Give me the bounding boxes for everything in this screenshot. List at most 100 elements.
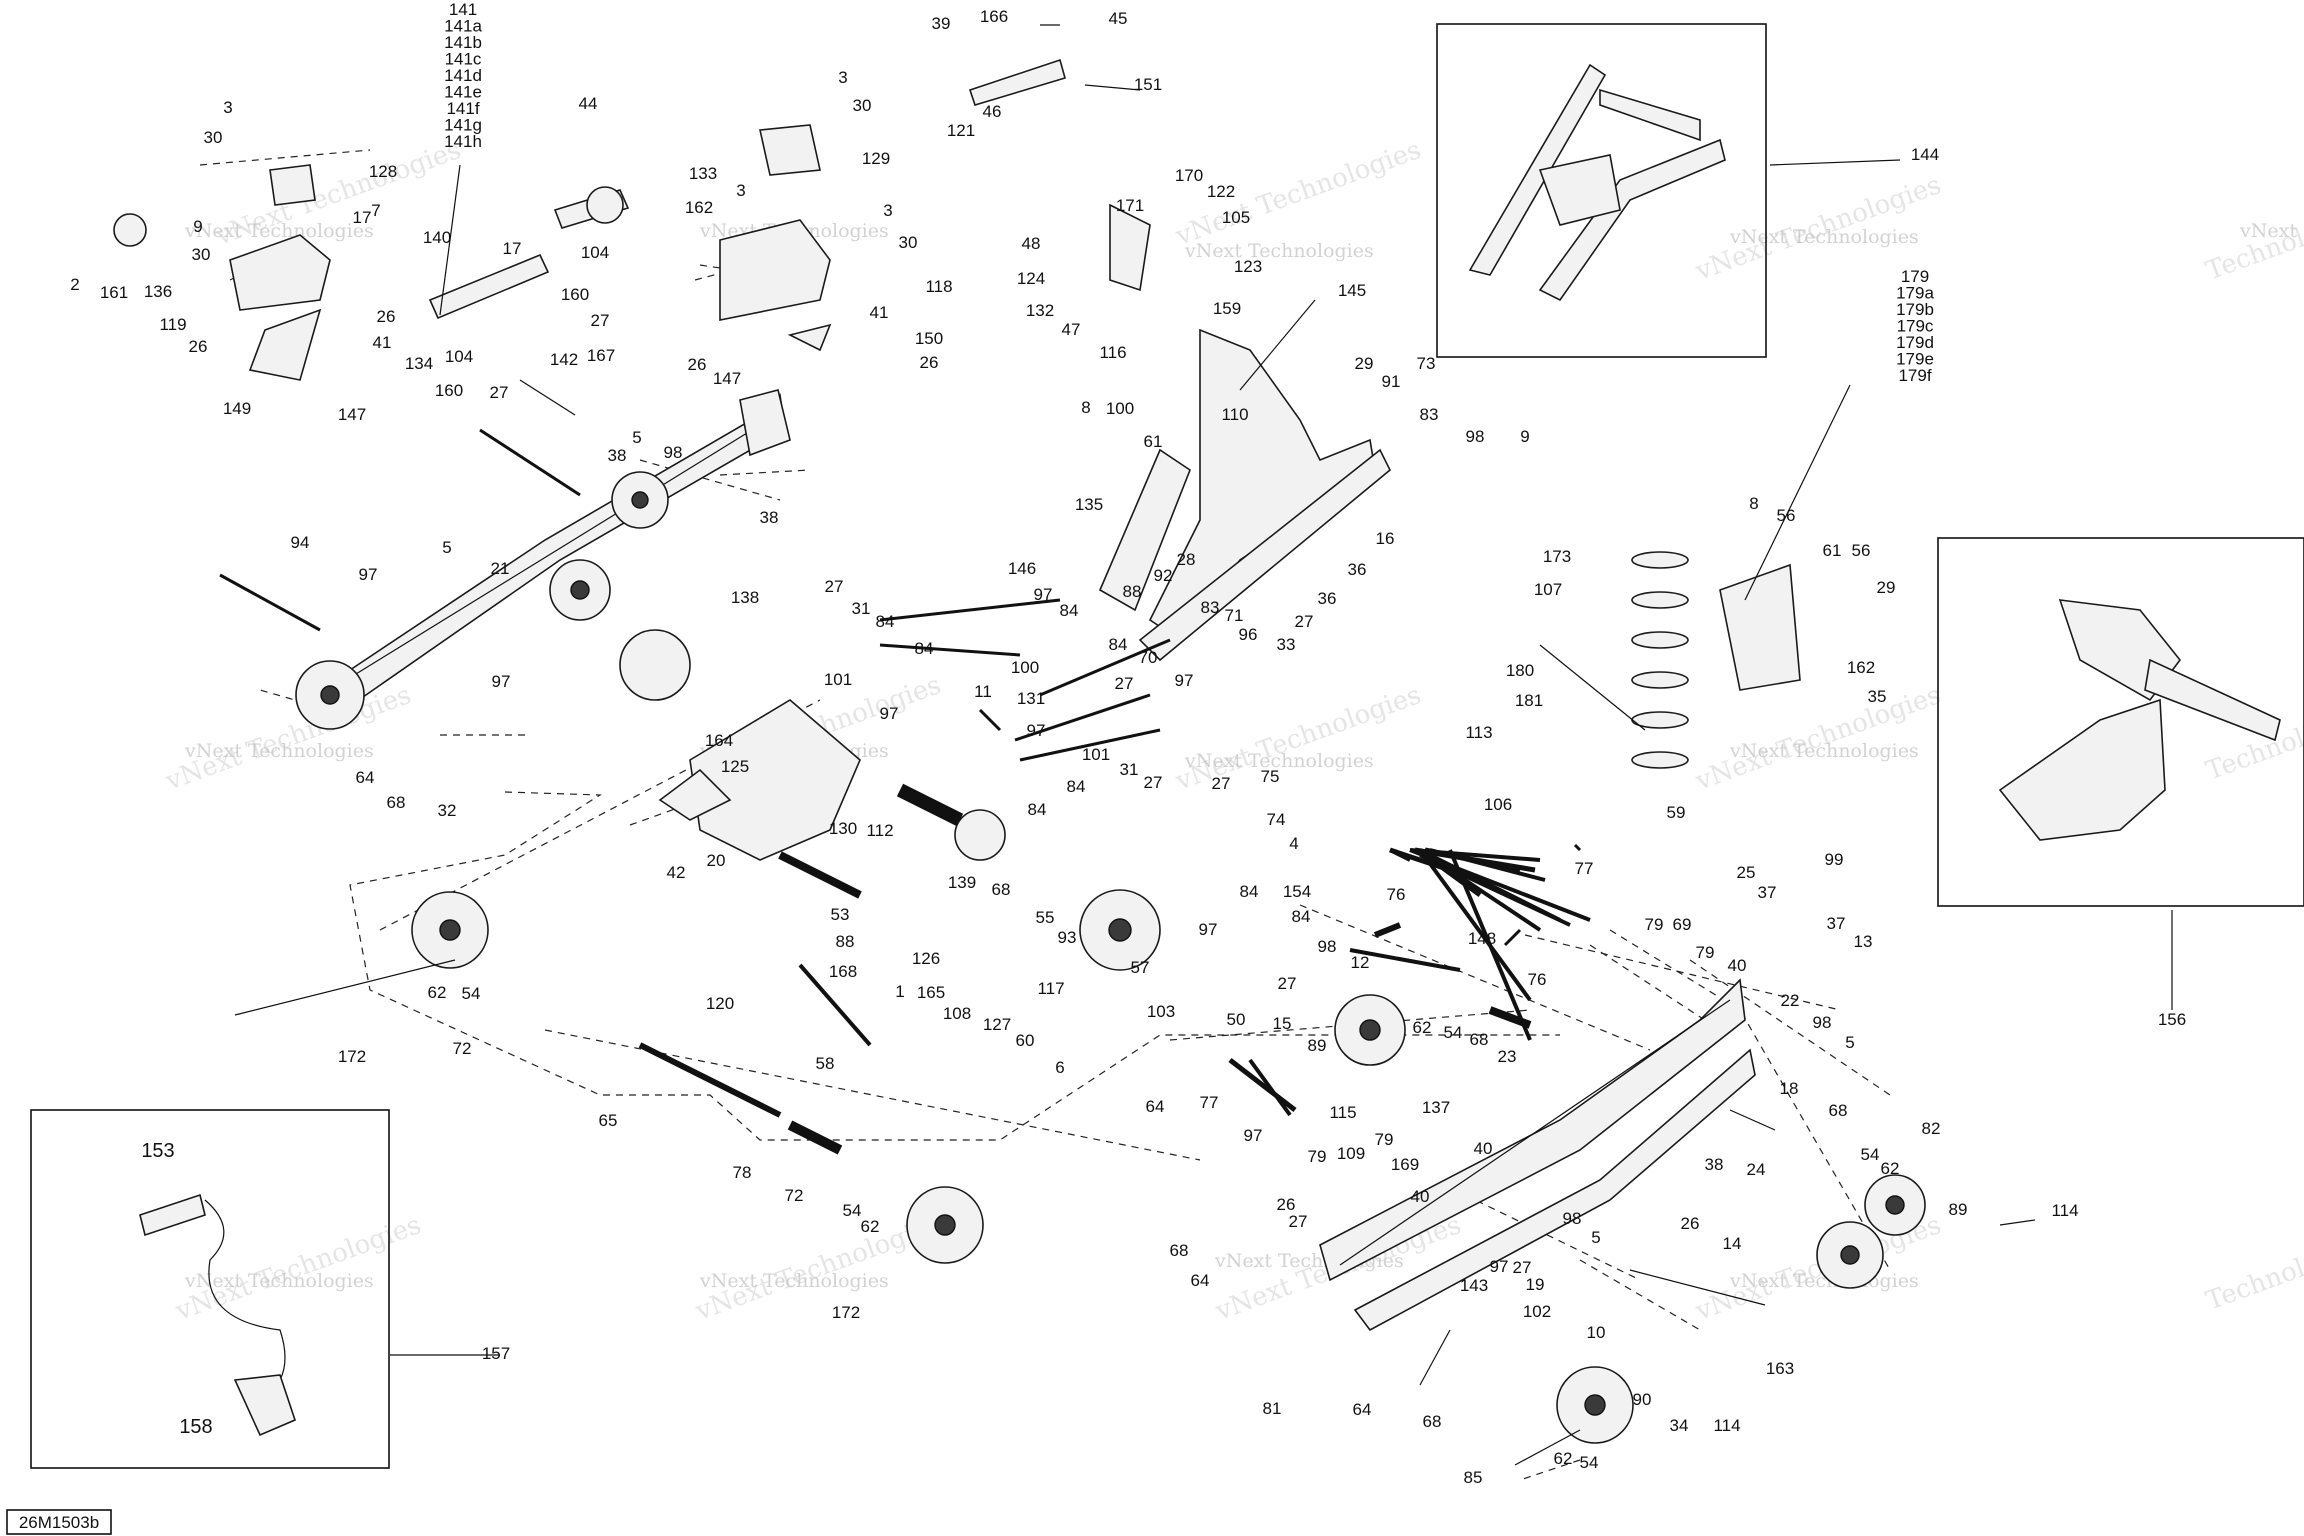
part-label: 27 (1115, 674, 1134, 693)
part-label: 79 (1375, 1130, 1394, 1149)
part-label: 117 (1037, 979, 1064, 998)
part-label: 45 (1109, 9, 1128, 28)
leader-lines (234, 24, 2173, 1466)
part-label: 73 (1417, 354, 1436, 373)
part-label: 27 (1144, 773, 1163, 792)
part-label: 143 (1460, 1276, 1488, 1295)
watermark: vNext Technologies (1171, 680, 1425, 797)
part-label: 149 (223, 399, 251, 418)
part-label: 169 (1391, 1155, 1419, 1174)
part-label: 76 (1528, 970, 1547, 989)
part-label: 16 (1376, 529, 1395, 548)
part-label: 27 (1212, 774, 1231, 793)
part-label: 97 (359, 565, 378, 584)
inset-144 (1436, 23, 1767, 358)
part-label: 5 (632, 428, 641, 447)
part-label: 3 (736, 181, 745, 200)
part-label: 92 (1154, 566, 1173, 585)
part-label: 179c (1897, 317, 1934, 336)
part-label: 79 (1308, 1147, 1327, 1166)
part-label: 79 (1696, 943, 1715, 962)
inset-144-content (1468, 63, 1726, 302)
part-label: 88 (836, 932, 855, 951)
part-label: 56 (1777, 506, 1796, 525)
part-label: 27 (1513, 1258, 1532, 1277)
rail-lower (1319, 978, 1756, 1332)
part-label: 5 (1845, 1033, 1854, 1052)
labels: 3 30 128 9 30 2 161 136 119 26 149 147 4… (70, 7, 2186, 1487)
part-label: 132 (1026, 301, 1054, 320)
part-label: 36 (1348, 560, 1367, 579)
part-label: 8 (1749, 494, 1758, 513)
part-label: 151 (1134, 75, 1162, 94)
part-label: 89 (1308, 1036, 1327, 1055)
part-label: 115 (1329, 1103, 1356, 1122)
part-label: 40 (1411, 1187, 1430, 1206)
part-label: 78 (733, 1163, 752, 1182)
watermark: vNext Technologies (1729, 226, 1919, 248)
part-label: 114 (1713, 1416, 1740, 1435)
part-label: 141 (449, 0, 477, 19)
part-label: 83 (1420, 405, 1439, 424)
part-label: 69 (1673, 915, 1692, 934)
part-label: 44 (579, 94, 598, 113)
part-label: 41 (870, 303, 889, 322)
part-label: 112 (866, 821, 893, 840)
part-label: 141h (444, 132, 482, 151)
part-label: 147 (713, 369, 741, 388)
part-label: 85 (1464, 1468, 1483, 1487)
watermark: Technologies (2202, 1230, 2304, 1317)
part-label: 39 (932, 14, 951, 33)
part-label: 136 (144, 282, 172, 301)
part-label: 141e (444, 83, 482, 102)
part-label: 5 (442, 538, 451, 557)
part-label: 30 (899, 233, 918, 252)
part-label: 84 (1028, 800, 1047, 819)
part-label: 166 (980, 7, 1008, 26)
part-label: 48 (1022, 234, 1041, 253)
part-label: 158 (179, 1416, 212, 1438)
part-label: 62 (1554, 1449, 1573, 1468)
part-label: 38 (608, 446, 627, 465)
part-label: 17 (503, 239, 522, 258)
part-label: 130 (829, 819, 857, 838)
part-label: 1 (895, 982, 904, 1001)
shocks (428, 58, 1801, 769)
part-label: 19 (1526, 1275, 1545, 1294)
part-label: 23 (1498, 1047, 1517, 1066)
part-label: 98 (1466, 427, 1485, 446)
part-label: 160 (561, 285, 589, 304)
part-label: 11 (974, 682, 992, 701)
part-label: 12 (1351, 953, 1370, 972)
part-label: 77 (1200, 1093, 1219, 1112)
part-label: 70 (1139, 648, 1158, 667)
part-label: 61 (1823, 541, 1842, 560)
part-label: 181 (1515, 691, 1543, 710)
part-label: 82 (1922, 1119, 1941, 1138)
part-label: 27 (490, 383, 509, 402)
part-label: 168 (829, 962, 857, 981)
axles (219, 428, 1591, 1155)
part-label: 101 (824, 670, 852, 689)
part-label: 30 (192, 245, 211, 264)
inset-157 (30, 1109, 390, 1469)
part-label: 72 (453, 1039, 472, 1058)
part-label: 30 (204, 128, 223, 147)
part-label: 131 (1017, 689, 1045, 708)
part-label: 147 (338, 405, 366, 424)
part-label: 56 (1852, 541, 1871, 560)
part-label: 97 (1199, 920, 1218, 939)
part-label: 38 (1705, 1155, 1724, 1174)
part-label: 40 (1474, 1139, 1493, 1158)
part-label: 7 (371, 201, 380, 220)
part-label: 104 (581, 243, 609, 262)
part-label: 64 (1191, 1271, 1210, 1290)
part-label: 97 (1027, 721, 1046, 740)
part-label: 59 (1667, 803, 1686, 822)
part-label: 71 (1225, 606, 1244, 625)
part-label: 89 (1949, 1200, 1968, 1219)
part-label: 3 (223, 98, 232, 117)
part-label: 25 (1737, 863, 1756, 882)
